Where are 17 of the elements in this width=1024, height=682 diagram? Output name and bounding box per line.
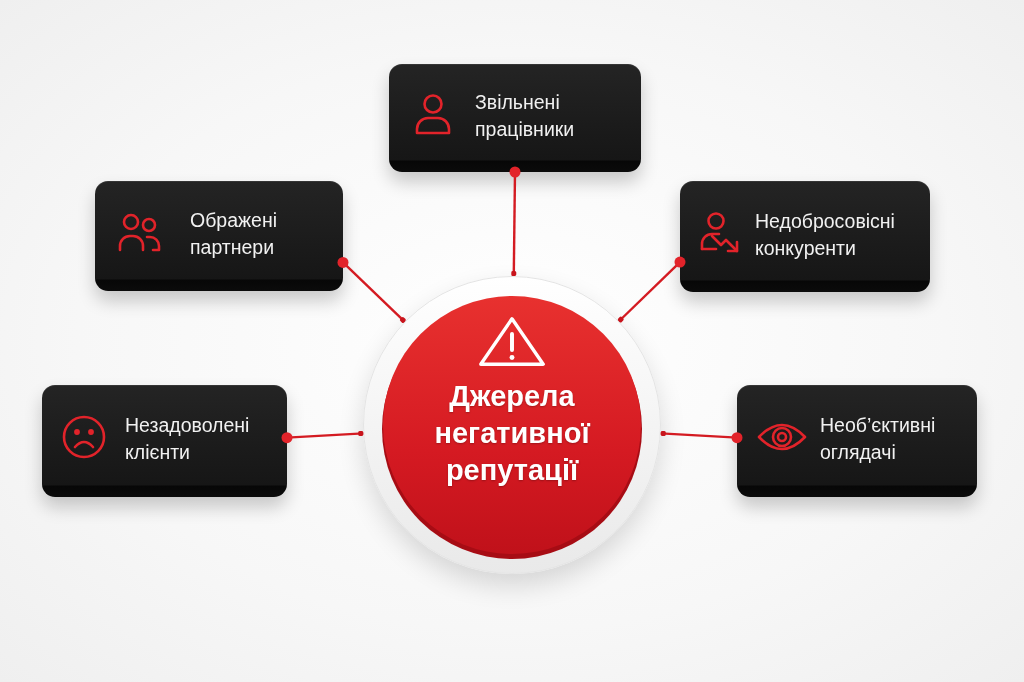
card-label: Ображені партнери: [190, 208, 279, 260]
central-circle: [363, 276, 661, 574]
source-card: [737, 385, 977, 497]
source-card: [95, 181, 343, 291]
source-card: [680, 181, 930, 292]
connector-line: [660, 430, 743, 444]
connector-line: [509, 166, 521, 277]
connector-line: [337, 256, 407, 324]
card-label: Необ’єктивні оглядачі: [820, 413, 937, 465]
central-title: Джерела негативної репутації: [433, 379, 592, 488]
card-label: Незадоволені клієнти: [125, 413, 251, 465]
connector-line: [281, 430, 364, 444]
source-card: [42, 385, 287, 497]
card-label: Звільнені працівники: [475, 90, 576, 142]
source-card: [389, 64, 641, 172]
card-label: Недобросовісні конкуренти: [755, 208, 896, 261]
connector-line: [617, 256, 686, 324]
